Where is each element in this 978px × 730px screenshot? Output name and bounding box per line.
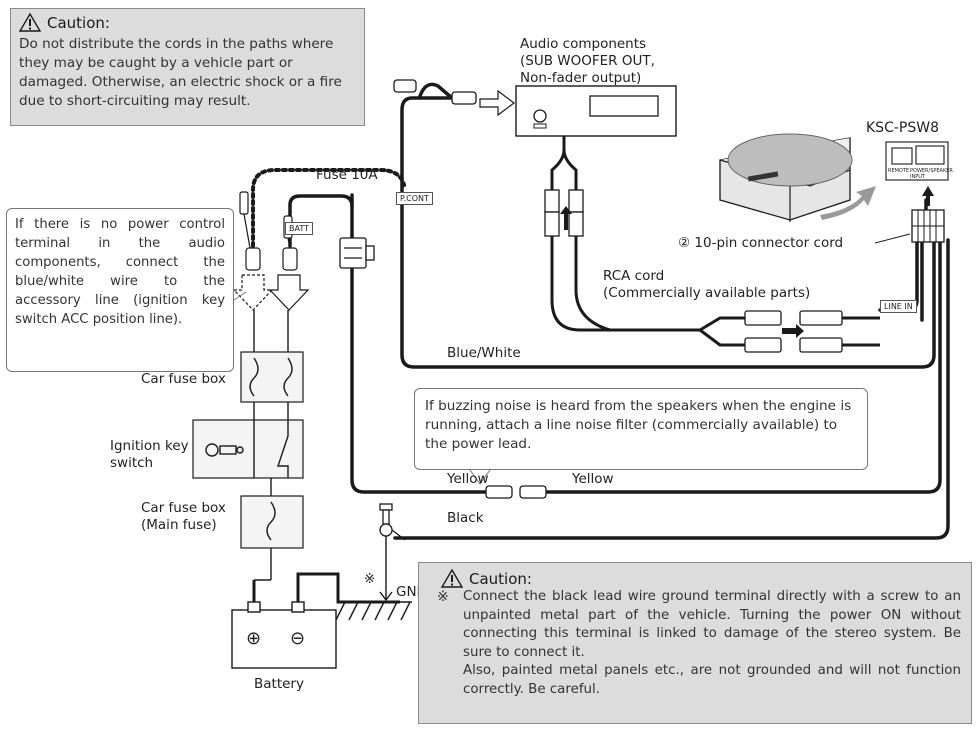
audio-title: Audio components — [520, 36, 647, 52]
black-wire — [393, 238, 950, 540]
rca-label-1: RCA cord — [603, 268, 665, 284]
warning-icon — [19, 13, 41, 32]
fuse-main-label-1: Car fuse box — [141, 500, 226, 516]
warning-icon — [441, 569, 463, 588]
battery-minus: ⊖ — [290, 628, 306, 649]
ignition-label-2: switch — [110, 455, 154, 471]
caution-text-bottom-2: Also, painted metal panels etc., are not… — [463, 663, 961, 697]
batt-wire-top — [288, 194, 354, 248]
caution-text-top: Do not distribute the cords in the paths… — [19, 36, 342, 109]
tag-batt: BATT — [285, 222, 313, 235]
power-control-note: If there is no power control terminal in… — [6, 208, 234, 372]
yellow-label-left: Yellow — [447, 471, 489, 487]
ground-screw — [379, 503, 406, 541]
audio-sub1: (SUB WOOFER OUT, — [520, 53, 655, 69]
car-fuse-box-top — [240, 351, 304, 403]
car-fuse-box-label: Car fuse box — [141, 371, 226, 387]
ground-symbol — [335, 520, 412, 621]
curved-arrow — [820, 186, 876, 220]
caution-box-top: Caution: Do not distribute the cords in … — [10, 8, 365, 126]
yellow-wire-right — [543, 238, 942, 494]
connector-label: ② 10-pin connector cord — [678, 235, 844, 251]
subwoofer-unit — [719, 133, 853, 222]
yellow-label-right: Yellow — [572, 471, 614, 487]
blue-white-wire — [400, 96, 936, 369]
audio-unit — [515, 85, 677, 137]
battery-plus: ⊕ — [246, 628, 262, 649]
tag-pcont: P.CONT — [396, 192, 433, 205]
gnd-mark: ※ — [364, 571, 376, 587]
ignition-label-1: Ignition key — [110, 438, 189, 454]
back-panel — [885, 141, 949, 181]
tag-line-in: LINE IN — [880, 300, 917, 313]
ignition-switch-box — [192, 419, 304, 479]
caution-title-bottom: Caution: — [469, 569, 532, 588]
arrow-to-audio — [479, 89, 515, 117]
rca-label-2: (Commercially available parts) — [603, 285, 811, 301]
black-label: Black — [447, 510, 484, 526]
audio-sub2: Non-fader output) — [520, 70, 642, 86]
blue-white-label: Blue/White — [447, 345, 521, 361]
fuse-holder — [339, 237, 375, 269]
caution-text-bottom-1: Connect the black lead wire ground termi… — [463, 589, 961, 660]
battery-label: Battery — [254, 676, 304, 692]
dotted-optional-wire — [251, 168, 406, 262]
battery-shape — [231, 601, 337, 669]
solid-arrow — [268, 274, 310, 311]
caution-box-bottom: Caution: ※ Connect the black lead wire g… — [418, 562, 972, 724]
caution-mark: ※ — [437, 589, 449, 605]
dashed-arrow — [232, 274, 274, 311]
caution-title-top: Caution: — [47, 13, 110, 32]
fuse-label: Fuse 10A — [316, 167, 378, 183]
model-label: KSC-PSW8 — [866, 120, 939, 136]
noise-filter-note: If buzzing noise is heard from the speak… — [414, 388, 868, 470]
tag-power-speaker: POWER/SPEAKER INPUT — [910, 168, 953, 180]
tag-remote: REMOTE — [888, 168, 910, 174]
fuse-main-label-2: (Main fuse) — [141, 517, 217, 533]
